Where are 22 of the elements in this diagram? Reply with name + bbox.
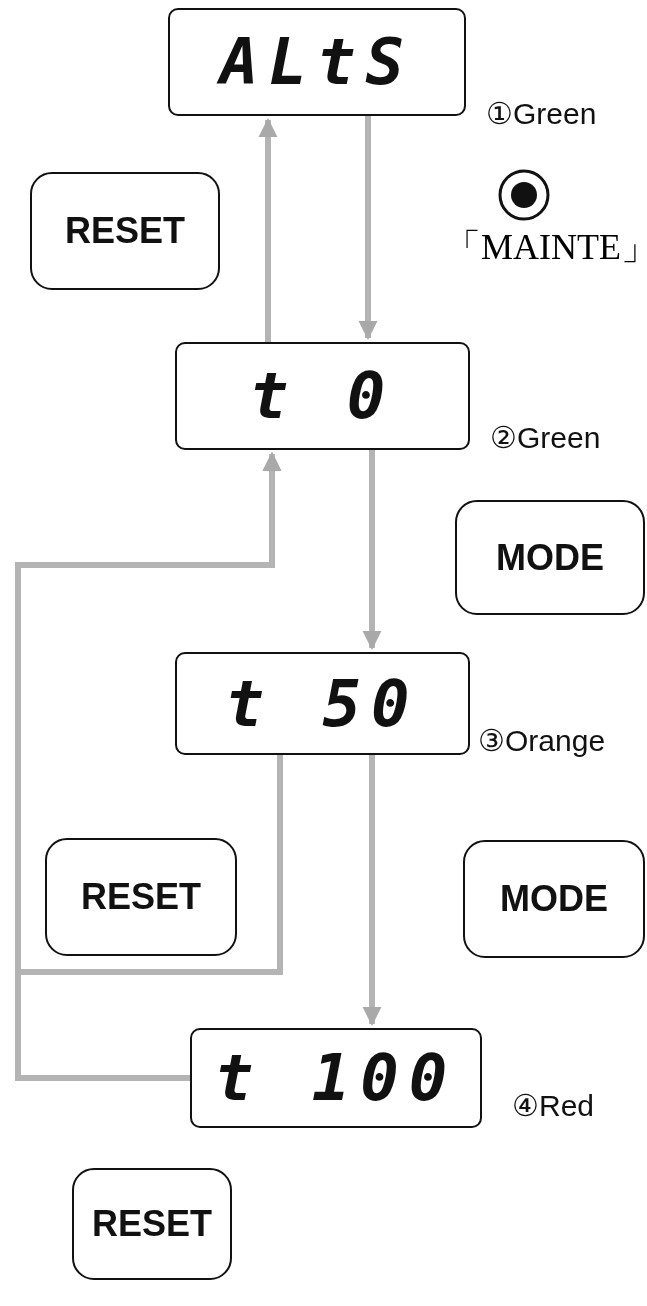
arrow bbox=[362, 755, 382, 1026]
arrow bbox=[358, 116, 378, 340]
led-colour-label: ③Orange bbox=[478, 723, 606, 758]
display-readout: t 50 bbox=[225, 671, 420, 736]
lcd-display bbox=[175, 342, 470, 450]
display-readout: t 0 bbox=[249, 364, 396, 428]
led-colour-label: ②Green bbox=[490, 420, 601, 455]
led-colour-label: ④Red bbox=[512, 1088, 595, 1123]
lcd-display bbox=[168, 8, 466, 116]
button-label: 「MAINTE」 bbox=[445, 226, 647, 269]
push-button: RESET bbox=[45, 838, 237, 956]
led-colour-label: ①Green bbox=[486, 96, 597, 131]
arrow bbox=[15, 452, 282, 1081]
lcd-display bbox=[190, 1028, 482, 1128]
display-readout: t 100 bbox=[214, 1046, 458, 1110]
lcd-display bbox=[175, 652, 470, 755]
push-button: MODE bbox=[463, 840, 645, 958]
arrow bbox=[258, 118, 278, 342]
push-button: RESET bbox=[72, 1168, 232, 1280]
arrow bbox=[362, 450, 382, 650]
push-button: MODE bbox=[455, 500, 645, 615]
push-button: RESET bbox=[30, 172, 220, 290]
